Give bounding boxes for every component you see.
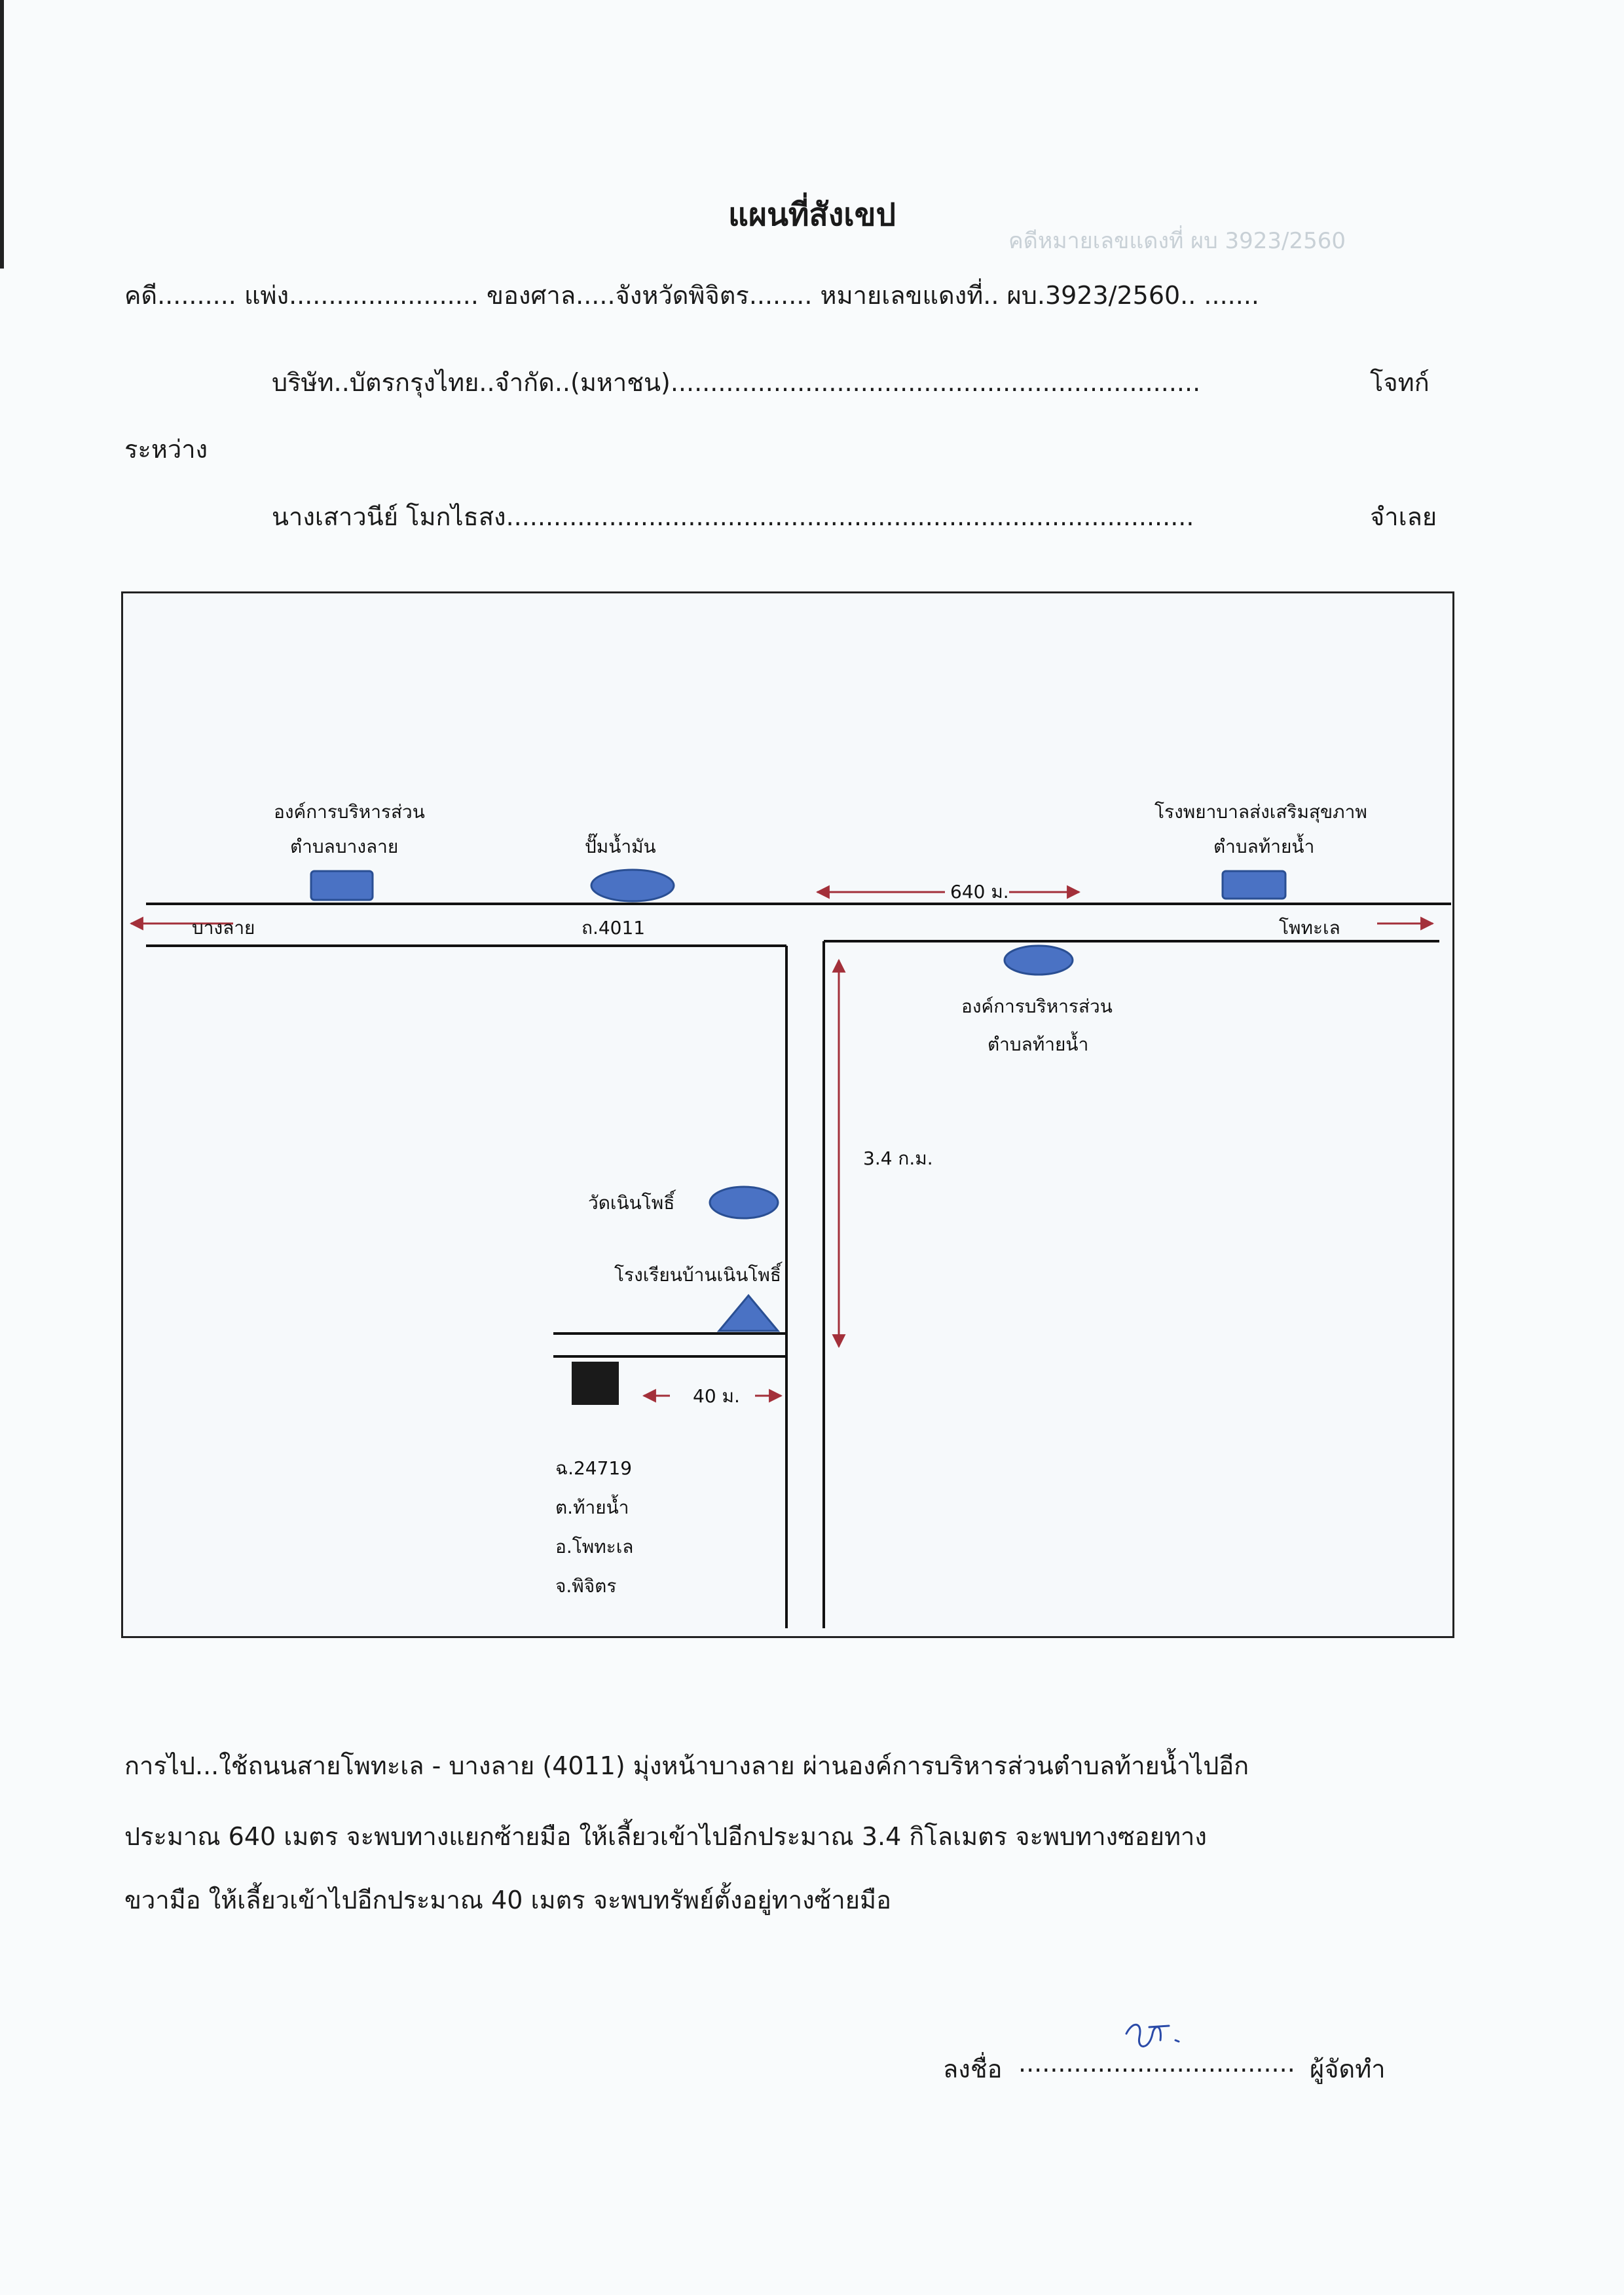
sketch-map: องค์การบริหารส่วน ตำบลบางลาย ปั๊มน้ำมัน … bbox=[121, 591, 1454, 1638]
signature-dots: ................................... bbox=[1018, 2049, 1295, 2078]
defendant-line: นางเสาวนีย์ โมกไธสง.....................… bbox=[272, 502, 1194, 531]
hospital-marker bbox=[1221, 870, 1287, 900]
label-obt-thainam-1: องค์การบริหารส่วน bbox=[961, 996, 1113, 1017]
directions-line-1: การไป...ใช้ถนนสายโพทะเล - บางลาย (4011) … bbox=[124, 1751, 1249, 1780]
school-marker bbox=[716, 1294, 781, 1332]
label-obt-banglai-1: องค์การบริหารส่วน bbox=[274, 801, 425, 823]
signature-role: ผู้จัดทำ bbox=[1310, 2055, 1386, 2083]
obt-thainam-marker bbox=[1003, 944, 1074, 976]
signature-label: ลงชื่อ bbox=[943, 2055, 1003, 2083]
label-dist-640: 640 ม. bbox=[950, 881, 1009, 903]
handwritten-signature bbox=[1125, 2023, 1180, 2047]
temple-marker bbox=[709, 1185, 779, 1220]
label-deed-subdistrict: ต.ท้ายน้ำ bbox=[555, 1494, 629, 1518]
label-hospital-1: โรงพยาบาลส่งเสริมสุขภาพ bbox=[1154, 801, 1367, 823]
plaintiff-line: บริษัท..บัตรกรุงไทย..จำกัด..(มหาชน).....… bbox=[272, 368, 1201, 397]
faded-stamp-text: คดีหมายเลขแดงที่ ผบ 3923/2560 bbox=[1008, 228, 1346, 254]
label-obt-banglai-2: ตำบลบางลาย bbox=[290, 836, 398, 857]
defendant-role: จำเลย bbox=[1370, 502, 1437, 531]
map-canvas: องค์การบริหารส่วน ตำบลบางลาย ปั๊มน้ำมัน … bbox=[129, 801, 1451, 1628]
label-deed-district: อ.โพทะเล bbox=[555, 1536, 633, 1558]
label-photale: โพทะเล bbox=[1279, 917, 1340, 939]
obt-banglai-marker bbox=[310, 870, 374, 901]
between-label: ระหว่าง bbox=[124, 435, 208, 464]
scan-edge-bar bbox=[0, 0, 4, 269]
case-line: คดี.......... แพ่ง......................… bbox=[124, 281, 1259, 310]
label-school: โรงเรียนบ้านเนินโพธิ์ bbox=[614, 1261, 783, 1286]
label-dist-3-4km: 3.4 ก.ม. bbox=[863, 1148, 933, 1169]
directions-line-3: ขวามือ ให้เลี้ยวเข้าไปอีกประมาณ 40 เมตร … bbox=[124, 1886, 891, 1914]
label-road-4011: ถ.4011 bbox=[581, 917, 645, 939]
label-deed-province: จ.พิจิตร bbox=[555, 1575, 616, 1597]
label-dist-40: 40 ม. bbox=[693, 1385, 740, 1407]
label-obt-thainam-2: ตำบลท้ายน้ำ bbox=[987, 1031, 1088, 1055]
label-temple: วัดเนินโพธิ์ bbox=[588, 1189, 676, 1214]
directions-line-2: ประมาณ 640 เมตร จะพบทางแยกซ้ายมือ ให้เลี… bbox=[124, 1822, 1207, 1851]
label-banglai: บางลาย bbox=[192, 917, 255, 939]
page-title: แผนที่สังเขป bbox=[728, 196, 896, 233]
plaintiff-role: โจทก์ bbox=[1370, 368, 1430, 397]
label-deed-number: ฉ.24719 bbox=[555, 1457, 632, 1479]
property-marker bbox=[572, 1362, 619, 1405]
label-gas-station: ปั๊มน้ำมัน bbox=[585, 833, 656, 857]
gas-station-marker bbox=[590, 868, 675, 903]
label-hospital-2: ตำบลท้ายน้ำ bbox=[1213, 833, 1314, 857]
